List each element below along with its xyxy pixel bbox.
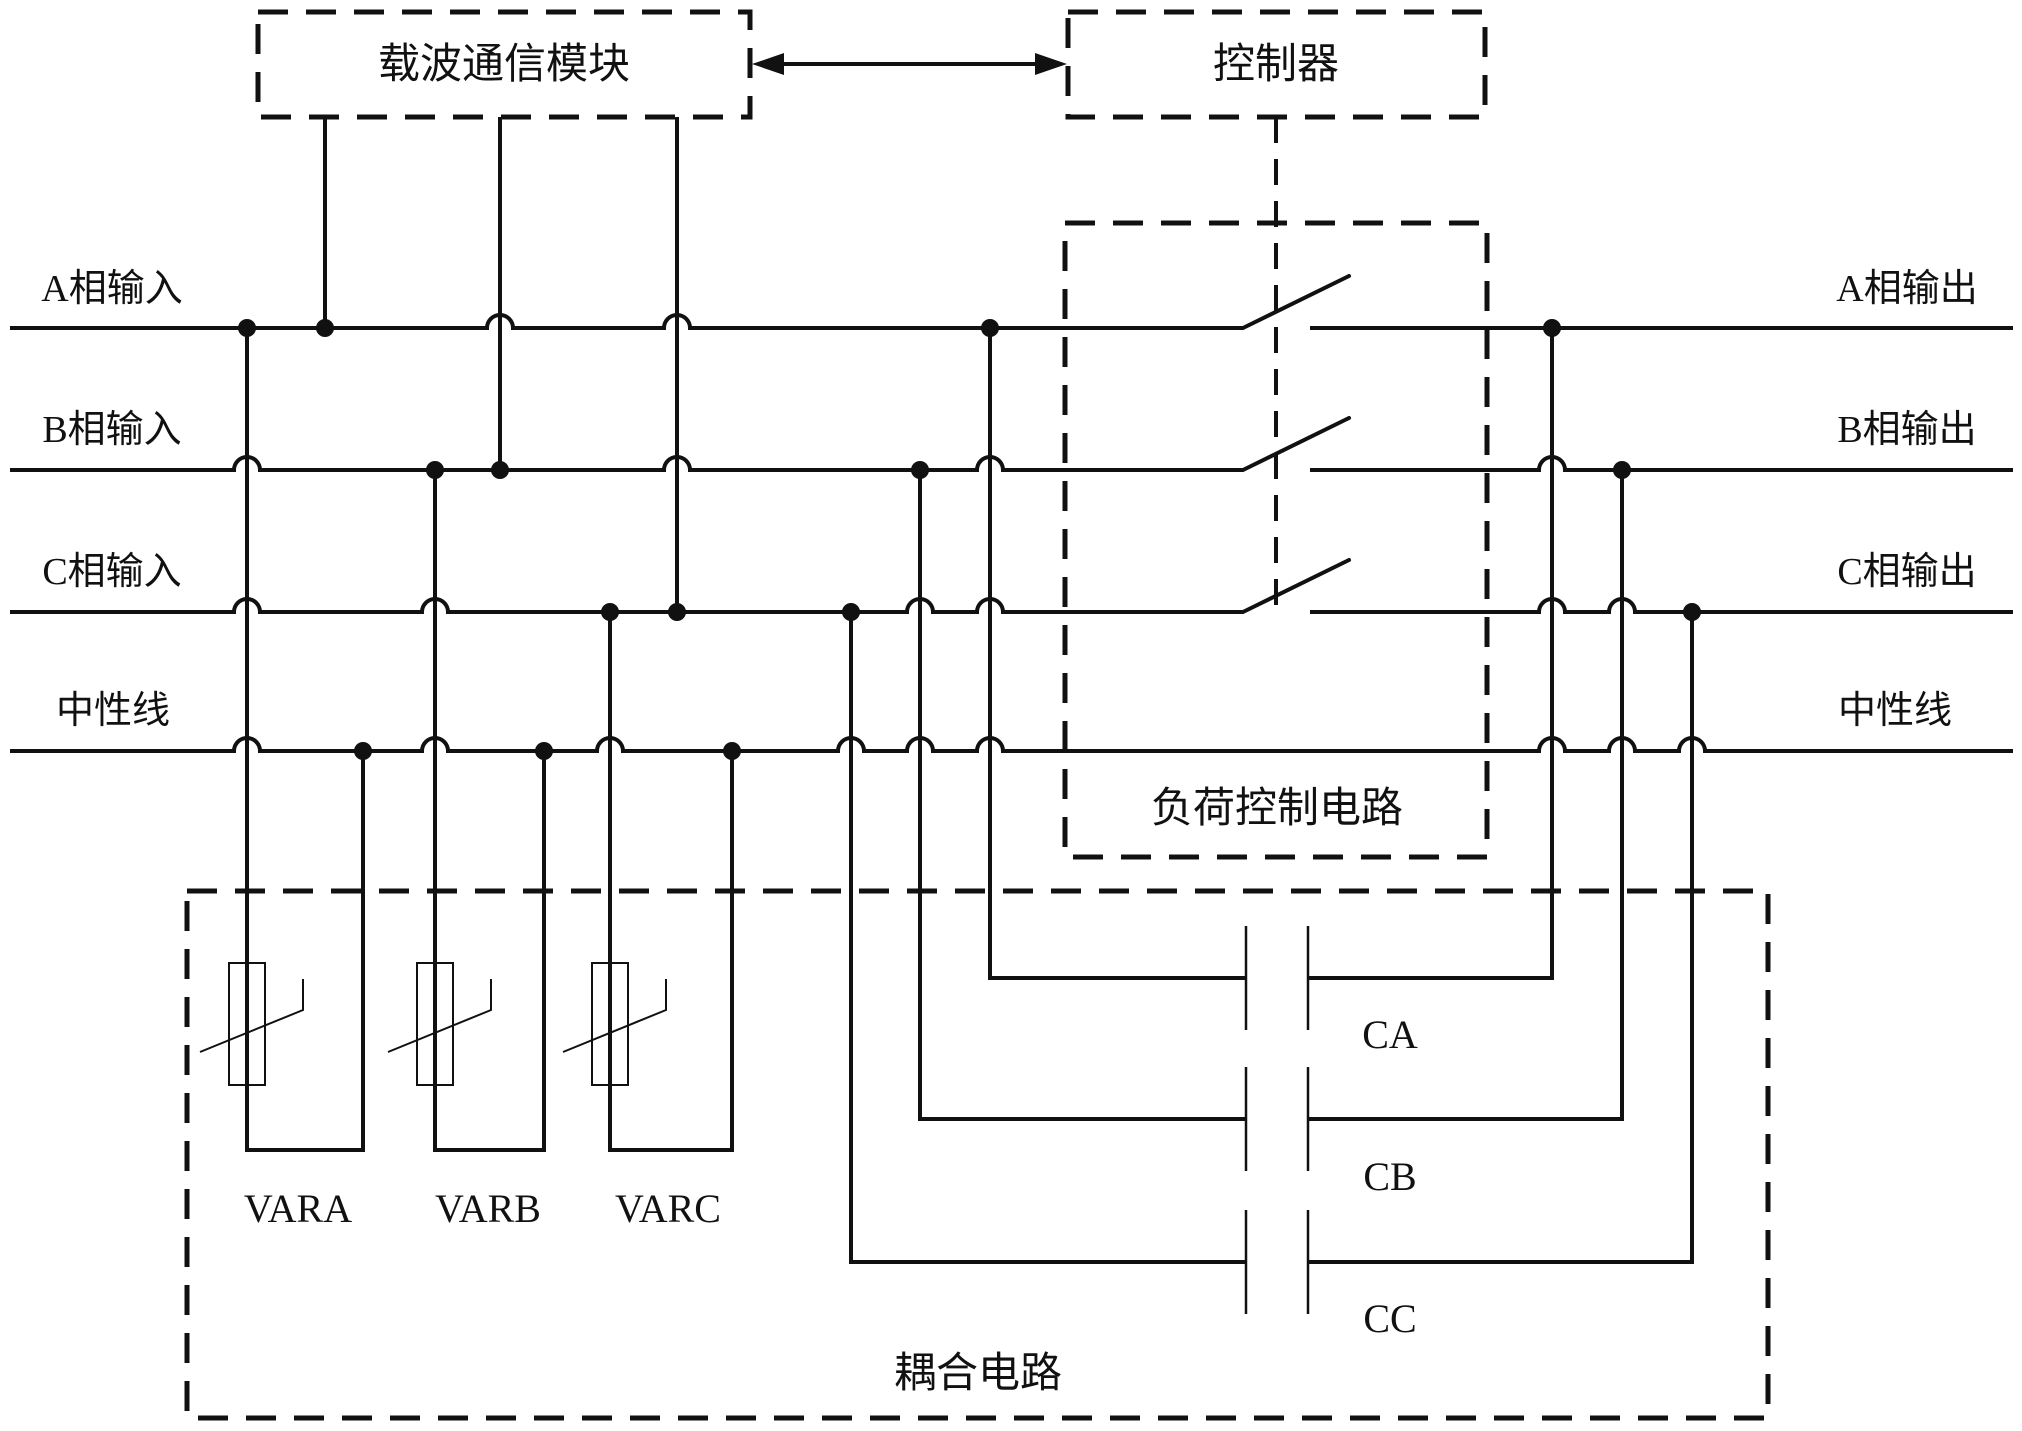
coupling-circuit-label: 耦合电路	[894, 1351, 1062, 1397]
arrowhead-left-icon	[752, 53, 784, 75]
varistor-diagonal-strokes	[199, 979, 667, 1053]
varistor-varc-icon	[591, 962, 629, 1086]
label-vara: VARA	[244, 1186, 352, 1231]
junction-dots	[238, 319, 1701, 760]
capacitor-plates-icon	[1244, 926, 1310, 1314]
phase-b-bus-line	[10, 455, 2013, 472]
load-switches	[1241, 274, 1351, 614]
load-control-label: 负荷控制电路	[1151, 786, 1403, 832]
carrier-tap-wires	[323, 117, 679, 612]
capacitor-left-lead-wires	[849, 328, 1246, 1264]
phase-a-switch-blade	[1241, 274, 1351, 330]
phase-c-bus-line	[10, 597, 2013, 614]
arrowhead-right-icon	[1035, 53, 1067, 75]
varistor-vara-icon	[228, 962, 266, 1086]
label-phase-c-input: C相输入	[42, 551, 181, 593]
label-phase-a-input: A相输入	[41, 268, 182, 310]
carrier-module-label: 载波通信模块	[378, 42, 630, 88]
varistor-varb-icon	[416, 962, 454, 1086]
varistor-branch-wires	[245, 328, 734, 1152]
label-ca: CA	[1362, 1012, 1418, 1057]
label-phase-b-output: B相输出	[1837, 409, 1976, 451]
label-phase-b-input: B相输入	[42, 409, 181, 451]
phase-c-switch-blade	[1241, 558, 1351, 614]
label-neutral-left: 中性线	[56, 690, 170, 732]
varistor-symbols	[199, 962, 667, 1086]
phase-a-bus-line	[10, 313, 2013, 330]
label-varb: VARB	[435, 1186, 541, 1231]
label-cc: CC	[1363, 1296, 1416, 1341]
phase-b-switch-blade	[1241, 416, 1351, 472]
label-neutral-right: 中性线	[1838, 690, 1952, 732]
controller-label: 控制器	[1213, 42, 1339, 88]
neutral-bus-line	[10, 736, 2013, 753]
label-phase-a-output: A相输出	[1836, 268, 1977, 310]
label-varc: VARC	[615, 1186, 721, 1231]
label-phase-c-output: C相输出	[1837, 551, 1976, 593]
coupling-circuit-box	[184, 888, 1771, 1421]
bidirectional-arrow	[752, 53, 1067, 75]
label-cb: CB	[1363, 1154, 1416, 1199]
capacitor-right-lead-wires	[1308, 328, 1694, 1264]
carrier-module-box	[255, 9, 753, 120]
